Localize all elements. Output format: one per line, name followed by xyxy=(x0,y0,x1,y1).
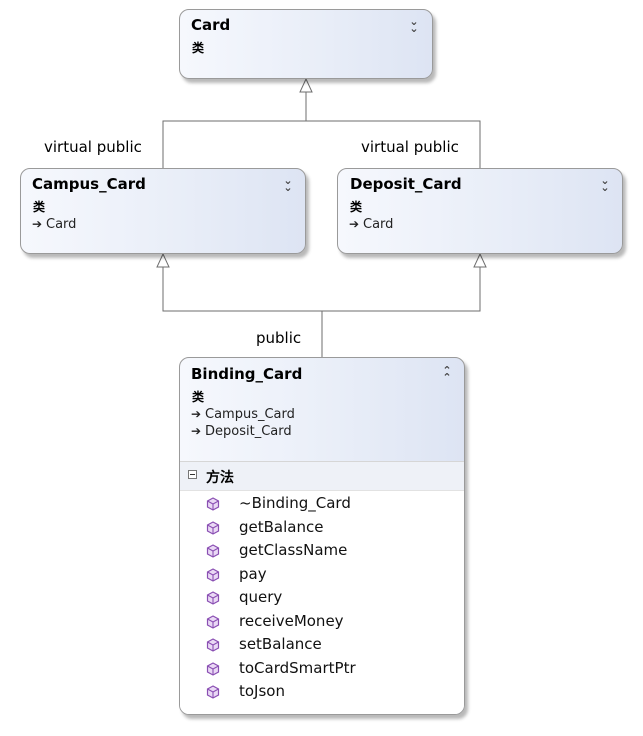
method-name: getClassName xyxy=(239,541,348,559)
method-cube-icon xyxy=(206,497,220,511)
class-box-deposit-card[interactable]: Deposit_Card 类 ➔Card ⌄⌄ xyxy=(337,168,623,254)
class-kind-binding-card: 类 xyxy=(192,390,205,404)
method-cube-icon xyxy=(206,591,220,605)
method-row[interactable]: pay xyxy=(180,564,460,588)
connector-binding-to-deposit xyxy=(322,267,481,312)
class-kind-card: 类 xyxy=(192,41,205,55)
method-cube-icon xyxy=(206,614,220,629)
base-item: ➔Card xyxy=(349,216,393,233)
method-cube-icon xyxy=(206,638,220,652)
method-row[interactable]: receiveMoney xyxy=(180,611,460,635)
edge-label-binding: public xyxy=(256,329,302,347)
method-name: toJson xyxy=(239,682,285,700)
method-row[interactable]: getClassName xyxy=(180,540,460,564)
method-row[interactable]: toCardSmartPtr xyxy=(180,658,460,682)
class-kind-campus-card: 类 xyxy=(33,200,46,214)
method-row[interactable]: getBalance xyxy=(180,517,460,541)
inherits-arrow-icon: ➔ xyxy=(349,217,360,231)
class-box-campus-card[interactable]: Campus_Card 类 ➔Card ⌄⌄ xyxy=(20,168,306,254)
base-name: Card xyxy=(46,217,77,232)
collapse-chevron-icon[interactable]: ⌃⌃ xyxy=(442,364,452,384)
method-name: setBalance xyxy=(239,635,322,653)
method-name: getBalance xyxy=(239,517,324,536)
method-cube-icon xyxy=(206,544,220,558)
inheritance-arrowhead-deposit xyxy=(473,252,487,268)
base-name: Campus_Card xyxy=(205,407,295,422)
methods-section: 方法 ~Binding_Card getBalance getClassName pa… xyxy=(180,461,464,714)
base-list-binding-card: ➔Campus_Card ➔Deposit_Card xyxy=(191,406,295,440)
method-name: query xyxy=(239,588,283,606)
class-name-card: Card xyxy=(191,16,231,34)
method-row[interactable]: setBalance xyxy=(180,634,460,658)
base-list-deposit-card: ➔Card xyxy=(349,216,393,233)
method-name: ~Binding_Card xyxy=(239,494,351,512)
class-name-binding-card: Binding_Card xyxy=(191,365,303,383)
methods-section-title: 方法 xyxy=(206,470,234,486)
method-row[interactable]: toJson xyxy=(180,681,460,705)
class-name-deposit-card: Deposit_Card xyxy=(350,175,462,193)
connector-binding-to-campus xyxy=(162,267,322,312)
expand-chevron-icon[interactable]: ⌄⌄ xyxy=(409,15,419,35)
class-box-binding-card[interactable]: Binding_Card 类 ➔Campus_Card ➔Deposit_Car… xyxy=(179,357,465,715)
base-list-campus-card: ➔Card xyxy=(32,216,76,233)
inherits-arrow-icon: ➔ xyxy=(32,217,43,231)
method-cube-icon xyxy=(206,520,220,535)
connector-campus-to-card xyxy=(162,120,306,168)
method-row[interactable]: ~Binding_Card xyxy=(180,493,460,517)
edge-label-deposit: virtual public xyxy=(361,138,459,156)
methods-section-header[interactable]: 方法 xyxy=(180,462,464,491)
edge-label-campus: virtual public xyxy=(44,138,142,156)
method-cube-icon xyxy=(206,567,220,582)
expand-chevron-icon[interactable]: ⌄⌄ xyxy=(600,174,610,194)
inheritance-arrowhead-card xyxy=(299,77,313,93)
method-cube-icon xyxy=(206,661,220,676)
base-name: Deposit_Card xyxy=(205,424,292,439)
connector-deposit-to-card xyxy=(306,120,481,168)
method-row[interactable]: query xyxy=(180,587,460,611)
method-name: receiveMoney xyxy=(239,611,344,630)
class-name-campus-card: Campus_Card xyxy=(32,175,146,193)
base-item: ➔Campus_Card xyxy=(191,406,295,423)
method-name: pay xyxy=(239,564,267,583)
base-item: ➔Card xyxy=(32,216,76,233)
collapse-section-icon[interactable] xyxy=(188,470,197,479)
inherits-arrow-icon: ➔ xyxy=(191,407,202,421)
method-name: toCardSmartPtr xyxy=(239,658,356,677)
method-list: ~Binding_Card getBalance getClassName pay qu… xyxy=(180,493,460,705)
base-item: ➔Deposit_Card xyxy=(191,423,295,440)
expand-chevron-icon[interactable]: ⌄⌄ xyxy=(283,174,293,194)
class-kind-deposit-card: 类 xyxy=(350,200,363,214)
method-cube-icon xyxy=(206,685,220,699)
class-box-card[interactable]: Card 类 ⌄⌄ xyxy=(179,9,433,79)
inherits-arrow-icon: ➔ xyxy=(191,424,202,438)
base-name: Card xyxy=(363,217,394,232)
inheritance-arrowhead-campus xyxy=(156,252,170,268)
